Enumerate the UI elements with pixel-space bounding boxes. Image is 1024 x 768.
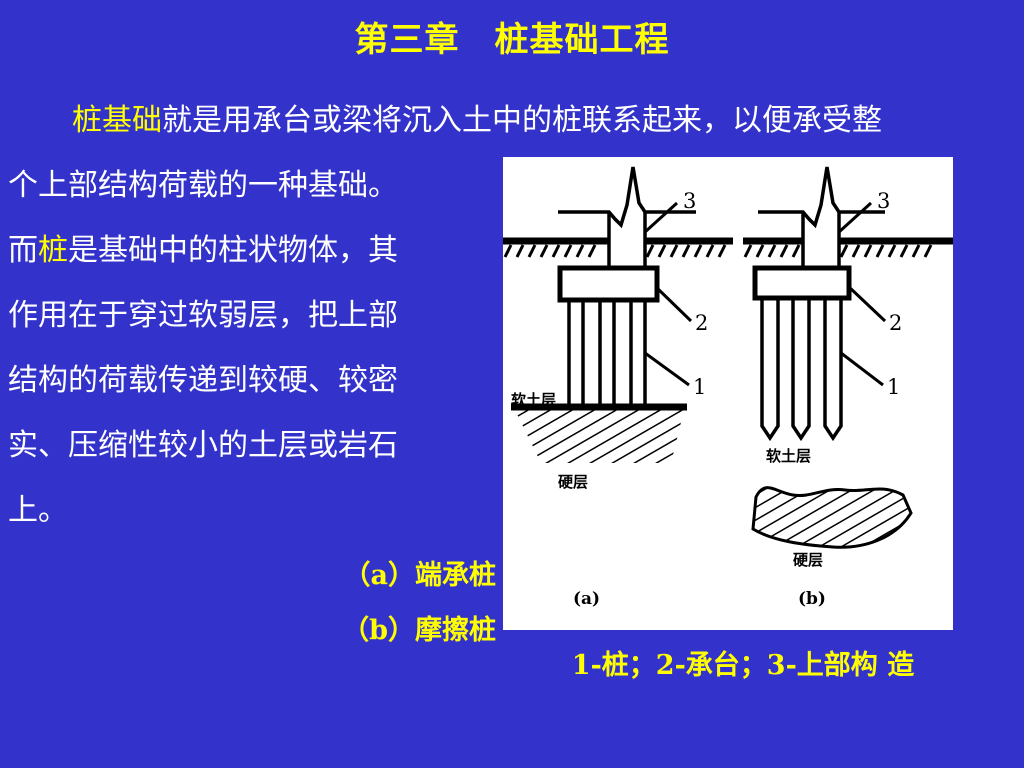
pile-cap-b (752, 265, 852, 301)
body-text: 桩基础就是用承台或梁将沉入土中的桩联系起来，以便承受整 个上部结构荷载的一种基础… (8, 88, 1020, 543)
body-line-1: 桩基础就是用承台或梁将沉入土中的桩联系起来，以便承受整 (8, 88, 1020, 153)
callout-3-a: 3 (683, 189, 697, 213)
hard-layer-label-b: 硬层 (793, 551, 824, 569)
keyword-pile-foundation: 桩基础 (72, 103, 162, 138)
sublabel-a: (a) (573, 589, 601, 609)
piles-b (760, 298, 843, 442)
caption-a: （a）端承桩 (343, 560, 497, 591)
body-line-3-rest: 是基础中的柱状物体，其 (68, 233, 398, 268)
ground-line-b (743, 237, 953, 258)
body-line-5: 结构的荷载传递到较硬、较密 (8, 363, 398, 398)
body-line-4: 作用在于穿过软弱层，把上部 (8, 298, 398, 333)
hard-layer-label-a: 硬层 (558, 473, 589, 491)
sublabel-b: (b) (798, 589, 826, 609)
callout-3-b: 3 (877, 189, 891, 213)
hard-layer-b (751, 486, 913, 549)
legend-line-1: 1-桩；2-承台；3-上部构 (571, 650, 878, 681)
callout-2-a: 2 (695, 311, 709, 335)
pile-foundation-diagram: 软土层 软土层 (503, 166, 953, 549)
callouts-b (837, 201, 887, 387)
body-line-7: 上。 (8, 493, 68, 528)
hard-layer-a (511, 403, 687, 463)
caption-b: （b）摩擦桩 (342, 615, 496, 646)
body-line-2: 个上部结构荷载的一种基础。 (8, 168, 398, 203)
piles-a (567, 300, 647, 406)
soft-layer-label-b: 软土层 (766, 447, 812, 465)
pile-cap-a (557, 265, 660, 303)
ground-line-a (503, 237, 733, 258)
page-title: 第三章 桩基础工程 (354, 20, 670, 60)
body-line-6: 实、压缩性较小的土层或岩石 (8, 428, 398, 463)
callout-1-b: 1 (887, 375, 901, 399)
keyword-pile: 桩 (38, 233, 68, 268)
callouts-a (643, 201, 693, 387)
figure-captions: （a）端承桩 （b）摩擦桩 (300, 548, 496, 658)
figure-panel: 软土层 软土层 (503, 157, 953, 630)
diagram-a: 软土层 软土层 (503, 166, 733, 463)
soft-layer-label-a: 软土层 (511, 391, 557, 409)
callout-1-a: 1 (693, 375, 707, 399)
body-line-3-pre: 而 (8, 233, 38, 268)
diagram-b (743, 166, 953, 549)
body-line-1-rest: 就是用承台或梁将沉入土中的桩联系起来，以便承受整 (162, 103, 882, 138)
callout-2-b: 2 (889, 311, 903, 335)
figure-legend: 1-桩；2-承台；3-上部构 造 (498, 644, 988, 688)
legend-line-2: 造 (887, 650, 915, 681)
body-line-3: 而桩是基础中的柱状物体，其 (8, 218, 1020, 283)
